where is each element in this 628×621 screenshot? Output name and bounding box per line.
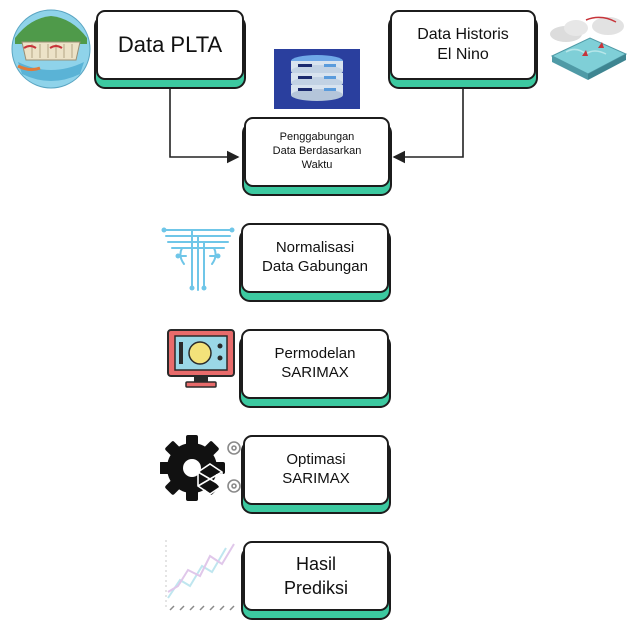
dam-icon [10, 8, 92, 90]
merge-label-line1: Penggabungan [279, 131, 355, 144]
gears-icon [160, 428, 244, 504]
elnino-label-line2: El Nino [437, 46, 489, 63]
optimize-label-line2: SARIMAX [282, 470, 350, 487]
result-label-line1: Hasil [295, 553, 336, 574]
merge-label-line3: Waktu [301, 158, 333, 171]
monitor-icon [166, 328, 236, 390]
model-label-line1: Permodelan [274, 345, 356, 363]
optimize-label-line1: Optimasi [286, 451, 346, 469]
model-node: Permodelan SARIMAX [241, 329, 389, 399]
merge-label-line2: Data Berdasarkan [272, 145, 362, 158]
data-elnino-node: Data Historis El Nino [390, 10, 536, 80]
merge-node: Penggabungan Data Berdasarkan Waktu [244, 117, 390, 187]
arrow-elnino-to-merge [392, 84, 464, 164]
normalize-label-line2: Data Gabungan [262, 258, 368, 275]
result-label-line2: Prediksi [283, 578, 349, 598]
model-label-line2: SARIMAX [281, 364, 349, 381]
data-plta-label: Data PLTA [117, 32, 223, 58]
elnino-label-line1: Data Historis [417, 26, 509, 43]
circuit-icon [158, 220, 238, 294]
data-plta-node: Data PLTA [96, 10, 244, 80]
optimize-node: Optimasi SARIMAX [243, 435, 389, 505]
normalize-label-line1: Normalisasi [275, 239, 355, 257]
result-node: Hasil Prediksi [243, 541, 389, 611]
arrow-plta-to-merge [169, 84, 240, 164]
line-chart-icon [160, 536, 240, 614]
normalize-node: Normalisasi Data Gabungan [241, 223, 389, 293]
database-icon [274, 49, 360, 109]
map-weather-icon [546, 10, 628, 88]
